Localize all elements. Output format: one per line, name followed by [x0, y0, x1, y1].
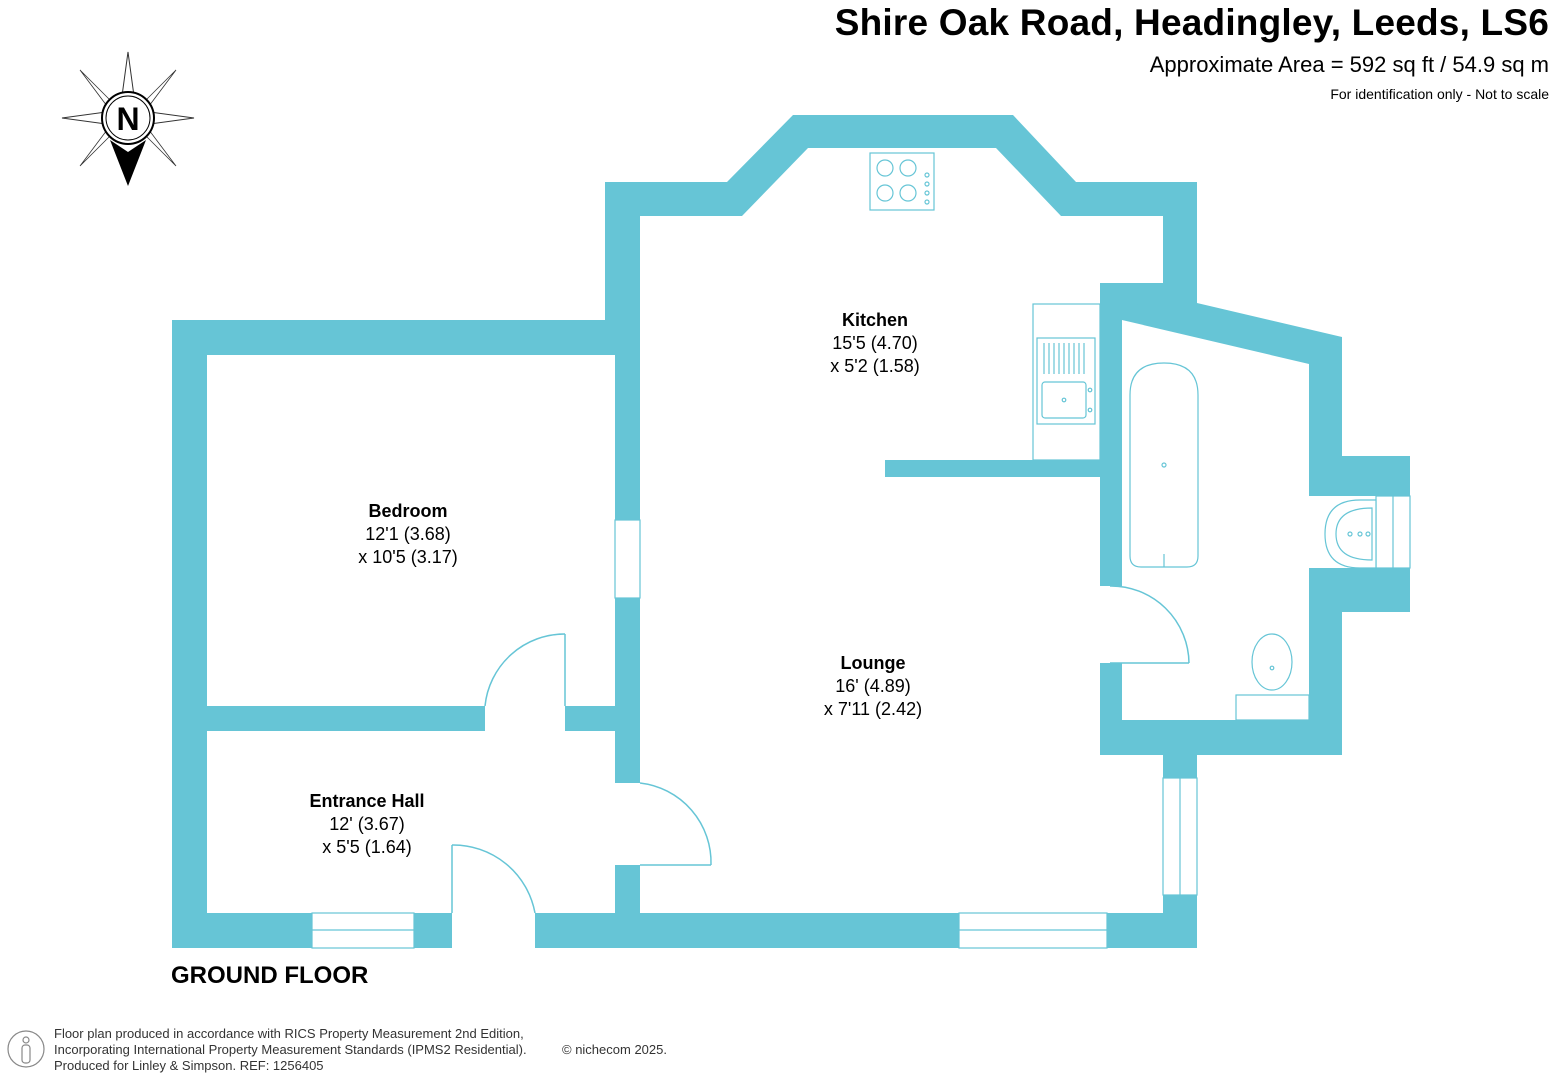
window-bedroom-lounge [614, 519, 641, 599]
door-bathroom [1109, 585, 1190, 664]
person-icon [7, 1030, 45, 1068]
identification-note: For identification only - Not to scale [1330, 86, 1549, 102]
room-dimension: 12'1 (3.68) [365, 524, 451, 544]
floor-label: GROUND FLOOR [171, 962, 369, 989]
copyright: © nichecom 2025. [562, 1042, 667, 1057]
room-dimension: 15'5 (4.70) [832, 333, 918, 353]
footer-line: Produced for Linley & Simpson. REF: 1256… [54, 1058, 324, 1073]
fixtures [869, 152, 1377, 721]
room-name: Entrance Hall [309, 791, 425, 811]
basin-icon [1324, 499, 1377, 569]
compass-icon: N [61, 51, 195, 186]
room-dimension: x 5'5 (1.64) [322, 837, 412, 857]
room-dimension: 12' (3.67) [329, 814, 405, 834]
approximate-area: Approximate Area = 592 sq ft / 54.9 sq m [1149, 52, 1549, 77]
footer-line: Incorporating International Property Mea… [54, 1042, 527, 1057]
door-front [451, 844, 536, 914]
sink-icon [1032, 303, 1101, 461]
room-lounge: Lounge 16' (4.89) x 7'11 (2.42) [824, 652, 922, 721]
compass-north-label: N [116, 101, 139, 137]
room-name: Kitchen [841, 310, 909, 330]
room-bedroom: Bedroom 12'1 (3.68) x 10'5 (3.17) [358, 500, 458, 569]
footer-notes: Floor plan produced in accordance with R… [54, 1026, 667, 1074]
windows [311, 495, 1411, 949]
hob-icon [869, 152, 935, 211]
bath-icon [1129, 362, 1199, 568]
room-dimension: x 5'2 (1.58) [830, 356, 920, 376]
room-kitchen: Kitchen 15'5 (4.70) x 5'2 (1.58) [830, 309, 919, 378]
room-entrance-hall: Entrance Hall 12' (3.67) x 5'5 (1.64) [309, 790, 424, 859]
footer-line: Floor plan produced in accordance with R… [54, 1026, 524, 1041]
room-name: Bedroom [368, 501, 448, 521]
door-lounge [639, 782, 712, 866]
room-dimension: x 7'11 (2.42) [823, 699, 923, 719]
room-dimension: 16' (4.89) [835, 676, 911, 696]
doors [451, 585, 1190, 914]
plan-title: Shire Oak Road, Headingley, Leeds, LS6 [834, 2, 1549, 43]
room-dimension: x 10'5 (3.17) [358, 547, 458, 567]
toilet-icon [1235, 633, 1310, 721]
door-bedroom [484, 633, 566, 707]
room-name: Lounge [840, 653, 906, 673]
